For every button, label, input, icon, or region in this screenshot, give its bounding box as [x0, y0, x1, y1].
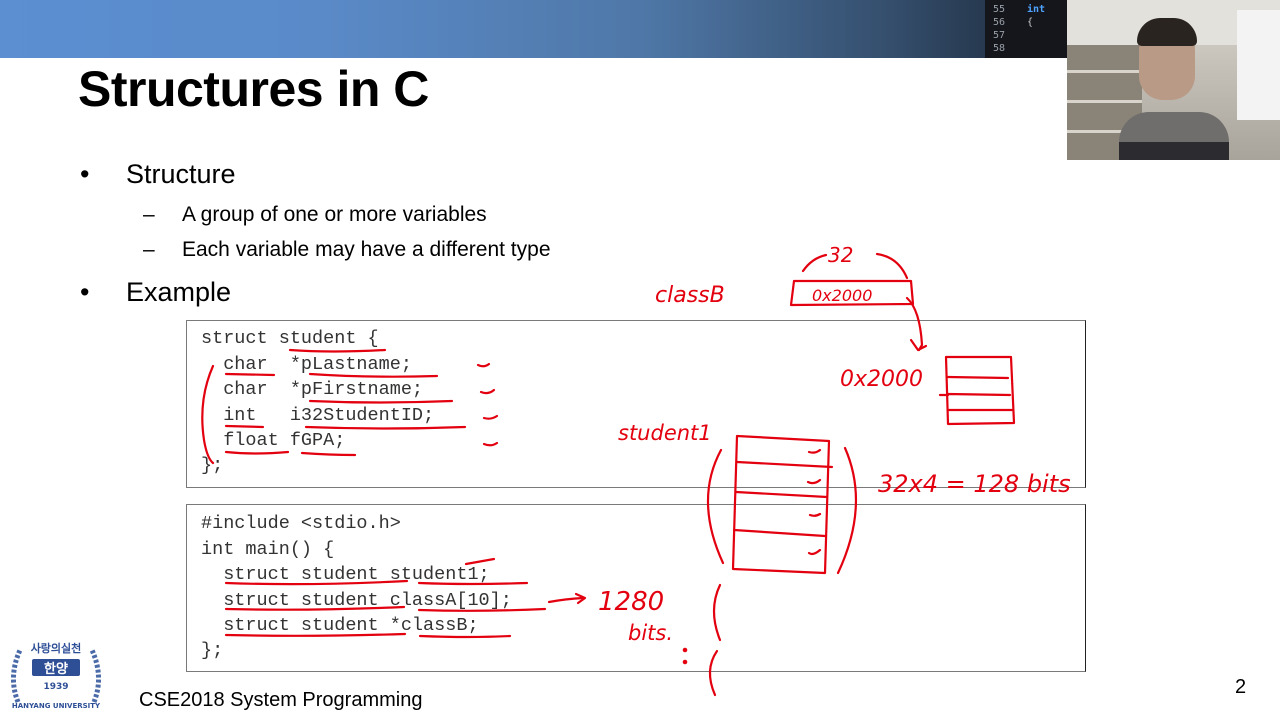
code-line: struct student *classB; [201, 615, 479, 636]
line-number: 57 [993, 30, 1006, 41]
code-line: }; [201, 455, 224, 476]
code-line: #include <stdio.h> [201, 513, 401, 534]
course-footer: CSE2018 System Programming [139, 689, 423, 711]
pointer-box [789, 279, 915, 307]
webcam-overlay [1067, 0, 1280, 160]
struct-definition-code-box: struct student { char *pLastname; char *… [186, 320, 1086, 488]
code-line: float fGPA; [201, 430, 346, 451]
webcam-window [1237, 10, 1280, 120]
line-number: 55 [993, 4, 1006, 15]
code-line: struct student student1; [201, 564, 490, 585]
dash-icon: – [143, 238, 155, 261]
dash-icon: – [143, 203, 155, 226]
code-line: struct student { [201, 328, 379, 349]
handwritten-classB: classB [655, 283, 725, 308]
width-arc [801, 253, 828, 273]
code-line: int i32StudentID; [201, 405, 435, 426]
code-line: char *pFirstname; [201, 379, 424, 400]
logo-year: 1939 [43, 682, 68, 692]
line-number: 56 [993, 17, 1006, 28]
width-arc [875, 252, 909, 280]
brace: { [1027, 17, 1034, 28]
code-line: }; [201, 640, 224, 661]
code-line: int main() { [201, 539, 335, 560]
handwritten-pointer-width: 32 [828, 243, 853, 267]
logo-center-text: 한양 [44, 661, 68, 677]
hanyang-university-logo: 사랑의실천 한양 1939 HANYANG UNIVERSITY [11, 641, 101, 710]
laurel-left-icon [11, 648, 23, 703]
laurel-right-icon [89, 648, 101, 703]
logo-banner [32, 659, 80, 676]
code-editor-snippet: 55 int 56 { 57 58 [985, 0, 1070, 58]
logo-bottom-text: HANYANG UNIVERSITY [12, 702, 101, 710]
code-line: struct student classA[10]; [201, 590, 512, 611]
page-number: 2 [1235, 676, 1247, 698]
sub-bullet-label: A group of one or more variables [182, 203, 487, 226]
main-function-code-box: #include <stdio.h> int main() { struct s… [186, 504, 1086, 672]
keyword: int [1027, 4, 1046, 15]
webcam-shirt-stripe [1119, 142, 1229, 160]
bullet-label: Example [126, 277, 232, 307]
sub-bullet-label: Each variable may have a different type [182, 238, 551, 261]
bullet-icon: • [80, 277, 90, 307]
line-number: 58 [993, 43, 1006, 54]
code-line: char *pLastname; [201, 354, 412, 375]
webcam-person-hair [1137, 18, 1197, 46]
handwritten-pointer-value: 0x2000 [812, 286, 872, 305]
bullet-icon: • [80, 159, 90, 189]
logo-top-text: 사랑의실천 [31, 641, 82, 655]
bullet-label: Structure [126, 159, 236, 189]
slide-title: Structures in C [78, 61, 429, 117]
